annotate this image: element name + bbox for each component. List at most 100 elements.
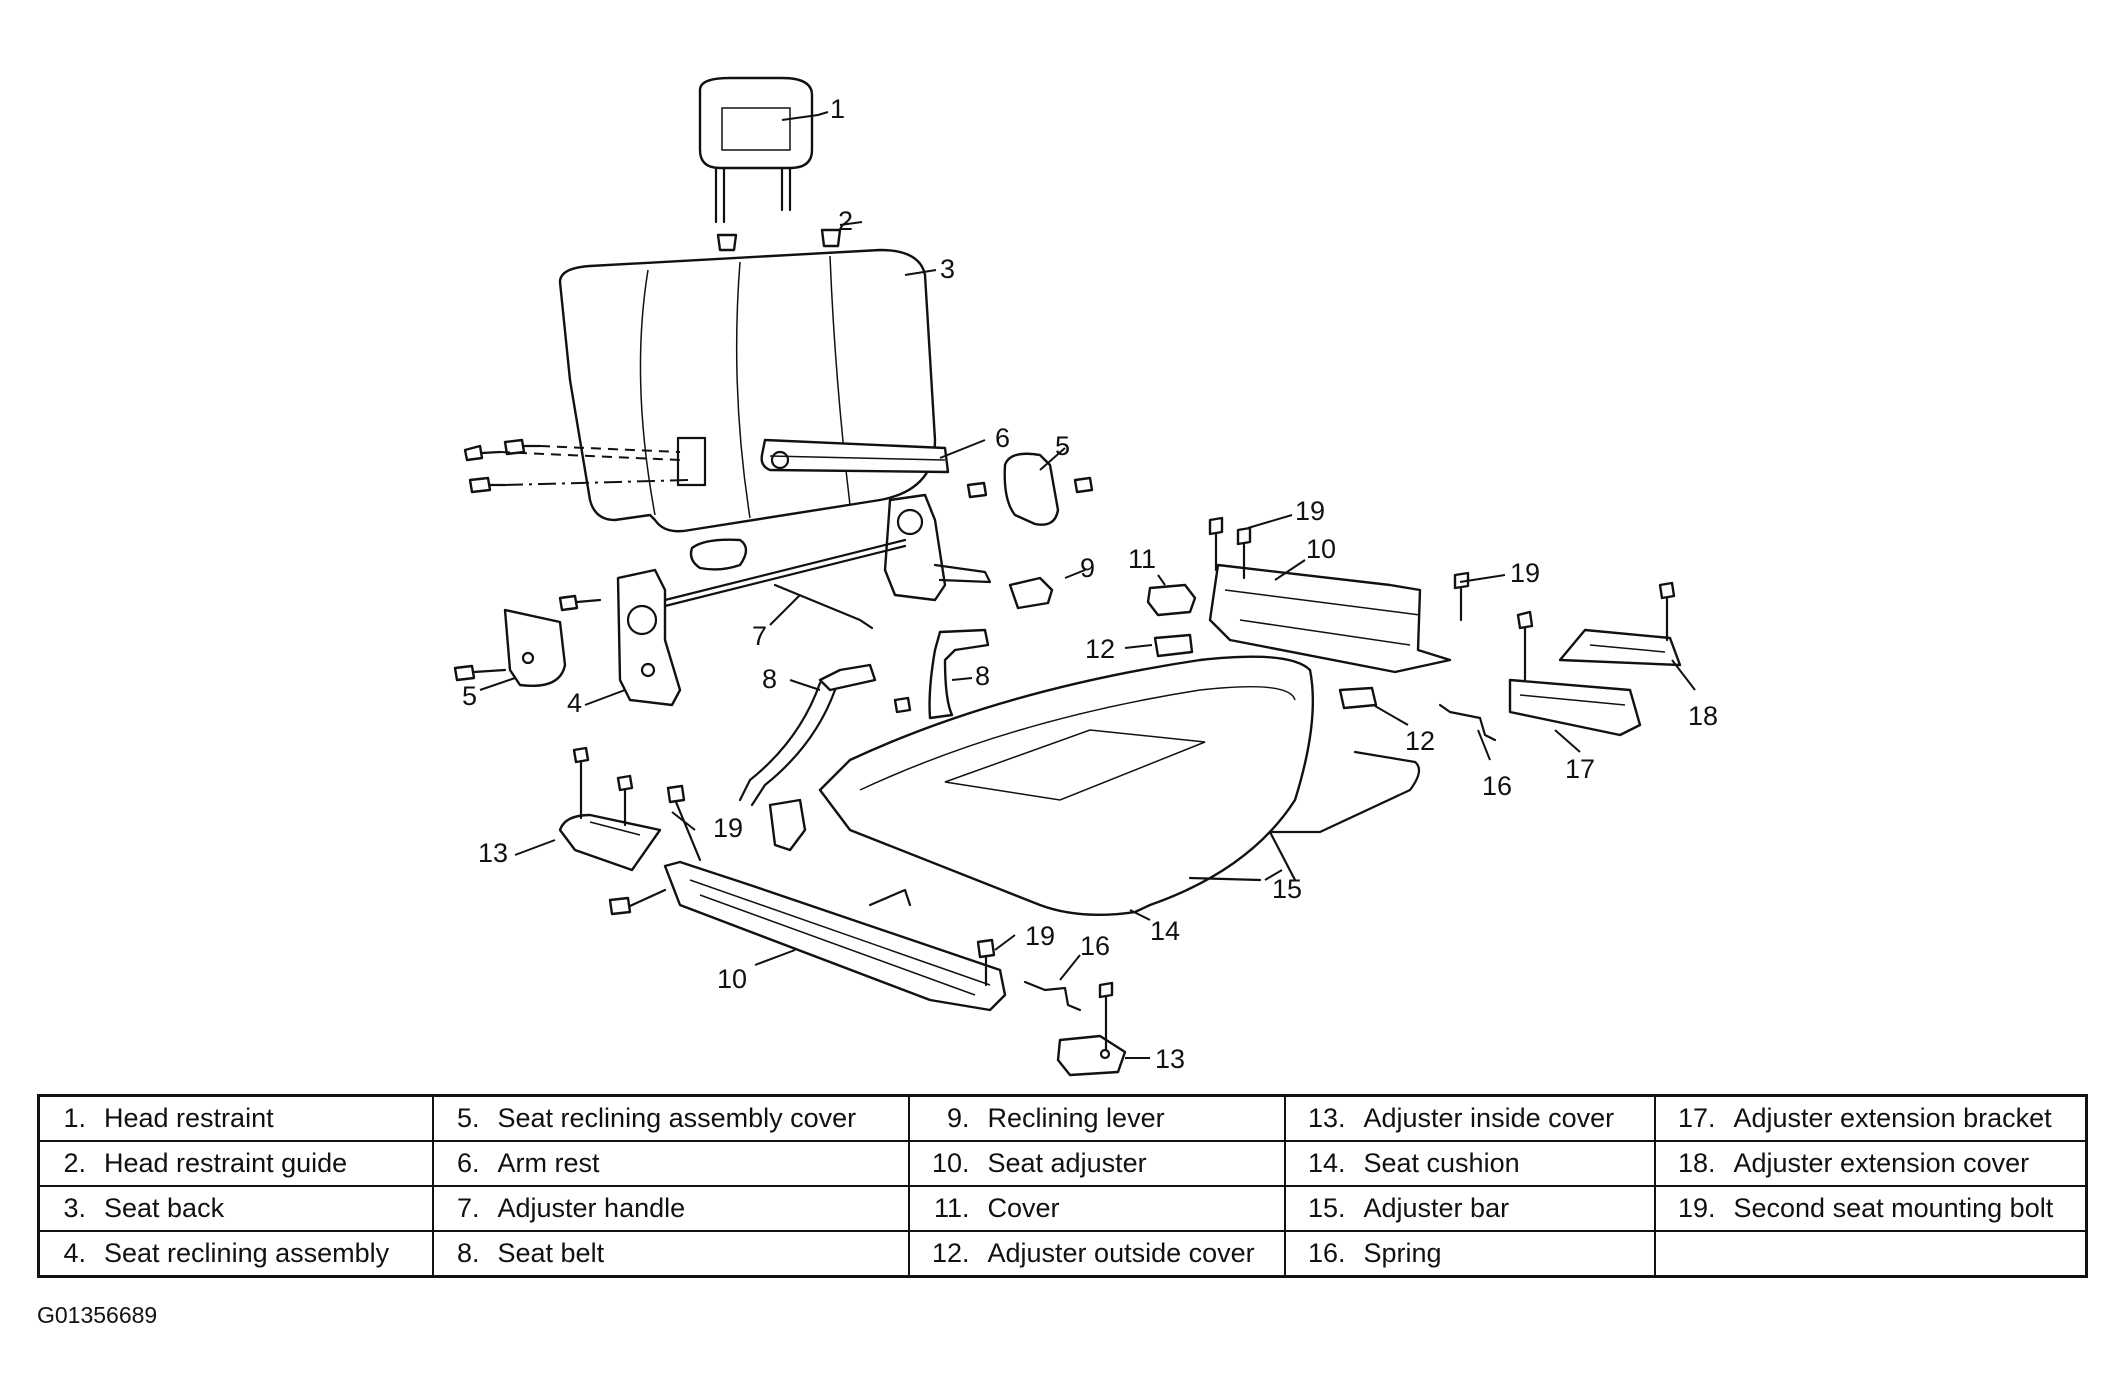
callout-18: 18 [1688, 701, 1718, 731]
legend-cell: 6. Arm rest [431, 1140, 910, 1187]
legend-label: Reclining lever [987, 1103, 1165, 1133]
callout-13b: 13 [1155, 1044, 1185, 1074]
legend-label: Cover [987, 1193, 1060, 1223]
legend-cell: 19. Second seat mounting bolt [1653, 1185, 2088, 1232]
legend-number: 14. [1307, 1148, 1346, 1178]
adjuster-bar [1188, 750, 1421, 882]
legend-number: 17. [1677, 1103, 1716, 1133]
legend-label: Seat back [104, 1193, 225, 1223]
reclining-lever [1008, 576, 1054, 610]
callout-19b: 19 [1510, 558, 1540, 588]
legend-number: 1. [63, 1103, 86, 1133]
legend-cell: 18. Adjuster extension cover [1653, 1140, 2088, 1187]
callout-leaders [479, 111, 1696, 1059]
legend-label: Head restraint [104, 1103, 274, 1133]
callout-4: 4 [567, 688, 582, 718]
legend-label: Arm rest [497, 1148, 600, 1178]
legend-number: 16. [1307, 1238, 1346, 1268]
legend-cell: 4. Seat reclining assembly [37, 1230, 434, 1278]
legend-number: 13. [1307, 1103, 1346, 1133]
seat-adjuster-right [1208, 516, 1470, 674]
callout-13: 13 [478, 838, 508, 868]
legend-row: 2. Head restraint guide 6. Arm rest 10. Seat … [37, 1140, 2088, 1187]
callout-16b: 16 [1080, 931, 1110, 961]
head-restraint [698, 76, 814, 224]
arm-rest [760, 438, 950, 474]
adjuster-extension-bracket [1508, 610, 1642, 737]
exploded-seat-diagram: 1 2 3 5 6 5 19 9 11 10 19 7 12 8 8 5 4 1… [453, 76, 1718, 1077]
legend-cell: 11.Cover [907, 1185, 1286, 1232]
legend-label: Second seat mounting bolt [1733, 1193, 2054, 1223]
legend-row: 1. Head restraint 5.Seat reclining assembl… [37, 1094, 2088, 1142]
adjuster-inside-cover [558, 746, 1127, 1077]
callout-2: 2 [838, 206, 853, 236]
legend-number: 18. [1677, 1148, 1716, 1178]
legend-cell: 7. Adjuster handle [431, 1185, 910, 1232]
legend-number: 8. [456, 1238, 480, 1268]
adjuster-outside-cover [1153, 633, 1378, 710]
legend-label: Seat adjuster [987, 1148, 1147, 1178]
legend-number: 19. [1677, 1193, 1716, 1223]
callout-labels: 1 2 3 5 6 5 19 9 11 10 19 7 12 8 8 5 4 1… [462, 94, 1718, 1074]
seat-reclining-assembly-cover-left [453, 608, 567, 687]
legend-cell: 3. Seat back [37, 1185, 434, 1232]
legend-cell: 10. Seat adjuster [907, 1140, 1286, 1187]
callout-6: 6 [995, 423, 1010, 453]
callout-12: 12 [1085, 634, 1115, 664]
legend-row: 4. Seat reclining assembly 8. Seat belt 12. A… [37, 1230, 2088, 1278]
legend-cell [1653, 1230, 2088, 1278]
callout-16: 16 [1482, 771, 1512, 801]
callout-3: 3 [940, 254, 955, 284]
callout-12b: 12 [1405, 726, 1435, 756]
callout-14: 14 [1150, 916, 1180, 946]
legend-label: Head restraint guide [104, 1148, 348, 1178]
seat-adjuster-left [608, 784, 1007, 1012]
legend-label: Adjuster outside cover [987, 1238, 1255, 1268]
recliner-hinge-right [883, 481, 992, 602]
seat-reclining-assembly [558, 568, 682, 707]
legend-cell: 17. Adjuster extension bracket [1653, 1094, 2088, 1142]
legend-cell: 9.Reclining lever [907, 1094, 1286, 1142]
cover [1146, 583, 1197, 617]
callout-19: 19 [1295, 496, 1325, 526]
seat-back-bolts [463, 438, 691, 494]
callout-5: 5 [1055, 431, 1070, 461]
legend-number: 6. [456, 1148, 480, 1178]
head-restraint-guide [716, 228, 842, 252]
callout-19d: 19 [1025, 921, 1055, 951]
callout-7: 7 [752, 621, 767, 651]
legend-label: Seat belt [497, 1238, 605, 1268]
legend-label: Seat reclining assembly cover [497, 1103, 857, 1133]
callout-17: 17 [1565, 754, 1595, 784]
adjuster-extension-cover [1558, 581, 1682, 667]
legend-cell: 2. Head restraint guide [37, 1140, 434, 1187]
legend-number: 7. [456, 1193, 480, 1223]
legend-number: 3. [63, 1193, 86, 1223]
callout-8b: 8 [975, 661, 990, 691]
seat-cushion [818, 655, 1315, 916]
parts-legend-table: 1. Head restraint 5.Seat reclining assembl… [37, 1094, 2088, 1278]
callout-15: 15 [1272, 874, 1302, 904]
callout-5b: 5 [462, 681, 477, 711]
legend-number: 2. [63, 1148, 86, 1178]
legend-label: Adjuster extension bracket [1733, 1103, 2052, 1133]
figure-id: G01356689 [37, 1302, 158, 1328]
legend-label: Seat reclining assembly [104, 1238, 390, 1268]
adjuster-handle [663, 538, 907, 630]
legend-number: 12. [931, 1238, 970, 1268]
legend-number: 4. [63, 1238, 86, 1268]
legend-cell: 5.Seat reclining assembly cover [431, 1094, 910, 1142]
callout-11: 11 [1128, 544, 1156, 574]
callout-9: 9 [1080, 553, 1095, 583]
legend-cell: 12. Adjuster outside cover [907, 1230, 1286, 1278]
legend-label: Adjuster handle [497, 1193, 686, 1223]
legend-cell: 1. Head restraint [37, 1094, 434, 1142]
spring [1023, 703, 1497, 1012]
legend-label: Adjuster extension cover [1733, 1148, 2030, 1178]
legend-cell: 14.Seat cushion [1283, 1140, 1656, 1187]
legend-number: 10. [931, 1148, 970, 1178]
legend-cell: 8. Seat belt [431, 1230, 910, 1278]
legend-cell: 13.Adjuster inside cover [1283, 1094, 1656, 1142]
legend-cell: 15.Adjuster bar [1283, 1185, 1656, 1232]
